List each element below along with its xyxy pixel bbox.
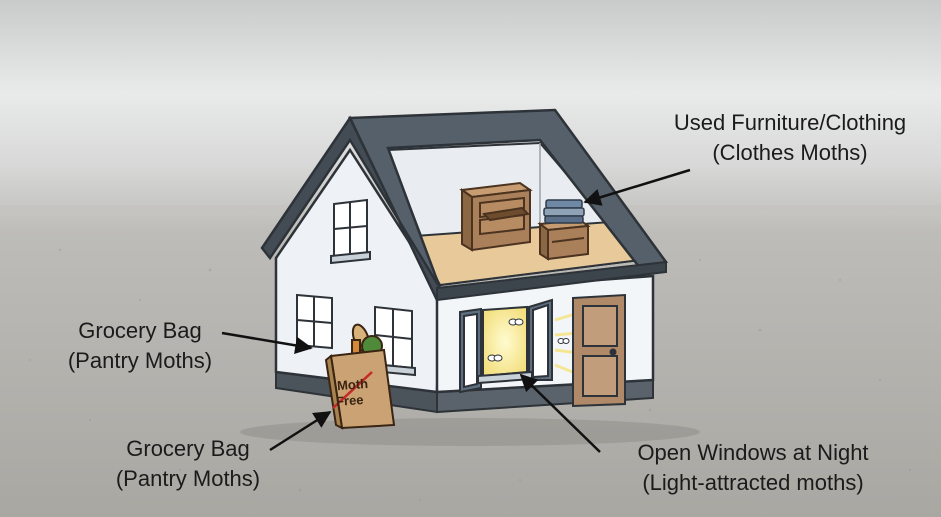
label-grocery-upper-line1: Grocery Bag xyxy=(40,316,240,346)
dresser xyxy=(462,183,530,250)
folded-clothes xyxy=(544,200,584,223)
front-door xyxy=(573,295,625,406)
open-window xyxy=(460,300,552,392)
label-open-windows-line1: Open Windows at Night xyxy=(598,438,908,468)
side-window-left xyxy=(297,295,332,348)
label-open-windows: Open Windows at Night (Light-attracted m… xyxy=(598,438,908,498)
label-grocery-lower-line2: (Pantry Moths) xyxy=(88,464,288,494)
label-grocery-bag-upper: Grocery Bag (Pantry Moths) xyxy=(40,316,240,376)
label-used-furniture-line1: Used Furniture/Clothing xyxy=(640,108,940,138)
label-used-furniture: Used Furniture/Clothing (Clothes Moths) xyxy=(640,108,940,168)
label-used-furniture-line2: (Clothes Moths) xyxy=(640,138,940,168)
nightstand xyxy=(540,220,588,259)
label-grocery-bag-lower: Grocery Bag (Pantry Moths) xyxy=(88,434,288,494)
bag-text-line1: Moth xyxy=(337,376,369,393)
label-grocery-lower-line1: Grocery Bag xyxy=(88,434,288,464)
label-grocery-upper-line2: (Pantry Moths) xyxy=(40,346,240,376)
gable-window xyxy=(331,200,370,263)
bag-text-line2: Free xyxy=(336,392,364,409)
label-open-windows-line2: (Light-attracted moths) xyxy=(598,468,908,498)
